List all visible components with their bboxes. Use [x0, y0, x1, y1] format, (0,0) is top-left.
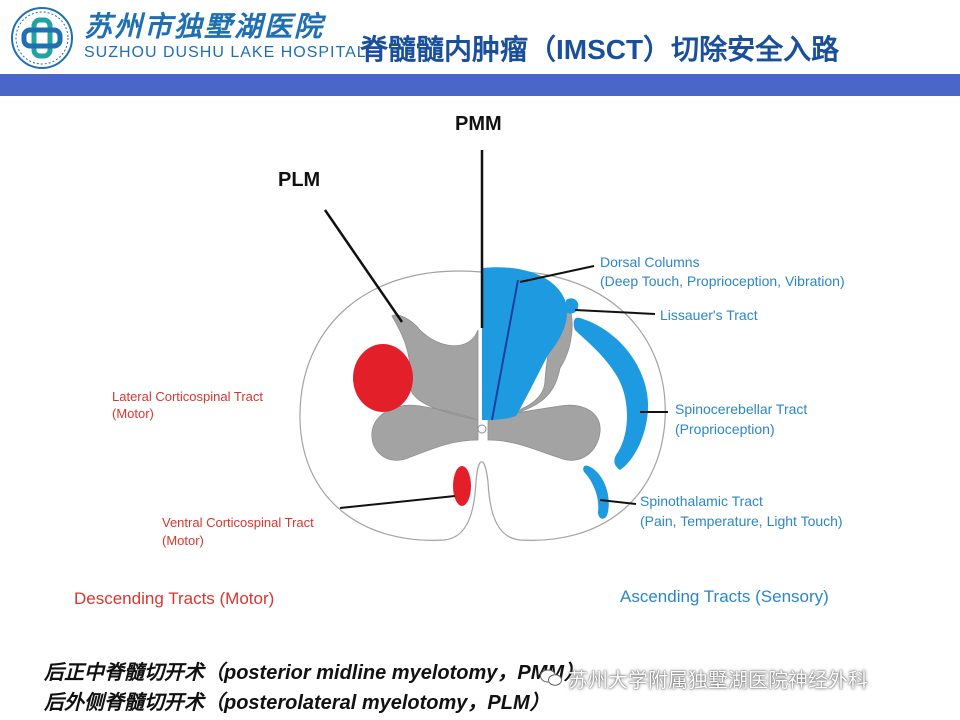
- hospital-logo-icon: [11, 7, 73, 69]
- ventral-corticospinal-tract: [453, 466, 471, 506]
- leader-ventral-cst: [339, 495, 456, 509]
- spinothalamic-label-line2: (Pain, Temperature, Light Touch): [640, 513, 843, 529]
- leader-lissauer: [574, 309, 656, 315]
- leader-spinothalamic: [599, 499, 637, 505]
- lateral-cst-label-line2: (Motor): [112, 406, 154, 421]
- slide-title: 脊髓髓内肿瘤（IMSCT）切除安全入路: [360, 34, 840, 65]
- dorsal-columns-label-line2: (Deep Touch, Proprioception, Vibration): [600, 273, 845, 289]
- dorsal-columns-tract: [482, 267, 568, 420]
- ventral-cst-label-line2: (Motor): [162, 533, 204, 548]
- wechat-icon: [540, 669, 562, 693]
- leader-dorsal: [519, 265, 595, 283]
- dorsal-columns-label-line1: Dorsal Columns: [600, 254, 700, 270]
- spinocerebellar-tract: [573, 317, 649, 470]
- spinal-cord-diagram: PMM PLM Lateral Corticospinal Tract (Mot…: [74, 113, 845, 608]
- spinothalamic-tract: [583, 465, 609, 519]
- spinothalamic-label-line1: Spinothalamic Tract: [640, 493, 763, 509]
- lateral-corticospinal-tract: [353, 344, 413, 412]
- header-band: [0, 74, 960, 96]
- gray-matter: [371, 304, 601, 461]
- hospital-name-en: SUZHOU DUSHU LAKE HOSPITAL: [84, 44, 367, 61]
- ascending-tracts-legend: Ascending Tracts (Sensory): [620, 587, 829, 606]
- hospital-name-cn: 苏州市独墅湖医院: [84, 10, 325, 43]
- pmm-label: PMM: [455, 113, 502, 135]
- watermark-text: 苏州大学附属独墅湖医院神经外科: [568, 670, 868, 692]
- plm-label: PLM: [278, 169, 320, 191]
- lateral-cst-label-line1: Lateral Corticospinal Tract: [112, 389, 263, 404]
- lissauer-tract: [565, 298, 579, 314]
- central-canal: [477, 424, 487, 434]
- spinocerebellar-label-line2: (Proprioception): [675, 421, 775, 437]
- watermark: 苏州大学附属独墅湖医院神经外科: [540, 664, 868, 693]
- caption-pmm: 后正中脊髓切开术（posterior midline myelotomy，PMM…: [44, 662, 585, 684]
- lissauer-label: Lissauer's Tract: [660, 307, 758, 323]
- dorsal-fasciculus-divider: [491, 279, 519, 421]
- caption-plm: 后外侧脊髓切开术（posterolateral myelotomy，PLM）: [44, 692, 550, 714]
- spinocerebellar-label-line1: Spinocerebellar Tract: [675, 401, 807, 417]
- ventral-cst-label-line1: Ventral Corticospinal Tract: [162, 515, 314, 530]
- descending-tracts-legend: Descending Tracts (Motor): [74, 589, 274, 608]
- plm-approach-line: [323, 209, 404, 323]
- slide-header: 苏州市独墅湖医院 SUZHOU DUSHU LAKE HOSPITAL 脊髓髓内…: [0, 0, 960, 74]
